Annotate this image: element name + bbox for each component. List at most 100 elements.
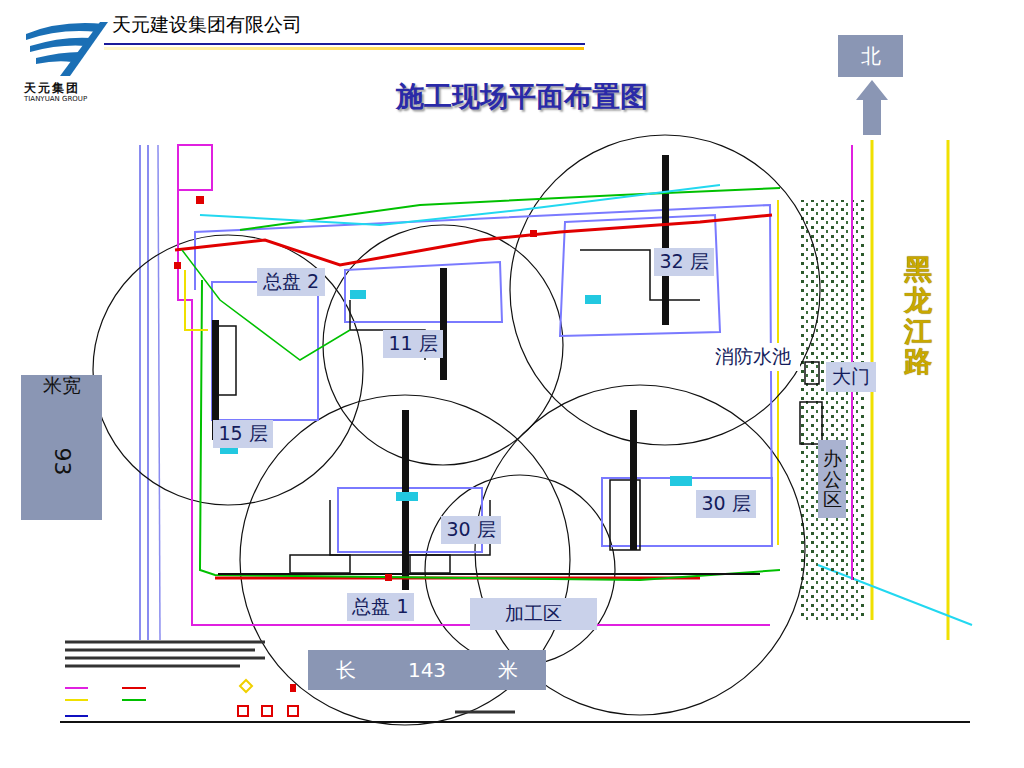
drawing-part	[262, 706, 272, 716]
drawing-part	[65, 699, 88, 701]
drawing-part	[147, 145, 149, 640]
footer-rule	[60, 721, 970, 723]
drawing-part	[65, 657, 265, 660]
road-name: 黑龙江路	[904, 255, 932, 378]
office-label-text: 办公区	[823, 448, 842, 511]
fire-pool-label: 消防水池	[706, 343, 800, 371]
floor-label-text: 32 层	[659, 249, 708, 275]
fire-pool-label-text: 消防水池	[715, 344, 791, 370]
header-rule	[104, 43, 585, 45]
drawing-part	[238, 706, 248, 716]
panel-label-text: 总盘 2	[263, 269, 319, 295]
panel-label: 总盘 1	[347, 593, 414, 621]
floor-label: 30 层	[696, 490, 756, 518]
drawing-part	[805, 362, 819, 384]
company-logo	[26, 22, 108, 76]
drawing-part	[385, 574, 392, 581]
width-dimension-text: 93	[50, 448, 75, 476]
drawing-part	[350, 290, 366, 299]
drawing-part	[196, 196, 204, 204]
drawing-part	[158, 145, 160, 640]
drawing-part	[630, 410, 637, 550]
drawing-part	[240, 395, 570, 725]
drawing-part	[60, 22, 108, 76]
tree-belt	[800, 200, 866, 620]
drawing-part	[174, 262, 181, 269]
drawing-part	[410, 555, 450, 573]
drawing-part	[139, 145, 141, 640]
width-dimension: 米宽 93	[21, 375, 102, 520]
drawing-part	[65, 665, 240, 668]
drawing-part	[662, 155, 669, 325]
equipment-marker	[220, 290, 692, 501]
drawing-part	[65, 649, 255, 652]
drawing-part	[800, 402, 822, 444]
drawing-part	[396, 492, 418, 501]
drawing-part	[440, 268, 447, 380]
header-rule	[104, 47, 584, 50]
drawing-part	[240, 188, 780, 230]
logo-subtext: TIANYUAN GROUP	[24, 95, 87, 103]
drawing-part	[200, 280, 780, 580]
drawing-part	[65, 715, 88, 717]
page-title: 施工现场平面布置图	[396, 78, 648, 116]
drawing-part	[290, 684, 296, 692]
floor-label-text: 11 层	[388, 331, 437, 357]
drawing-part	[290, 555, 350, 573]
building-edge	[216, 250, 822, 573]
floor-label: 32 层	[654, 248, 714, 276]
gate-label-text: 大门	[832, 364, 870, 390]
north-box: 北	[838, 35, 903, 77]
roads	[140, 140, 972, 640]
switch-box	[174, 196, 537, 581]
drawing-part	[777, 200, 779, 545]
logo-text: 天元集团	[24, 80, 80, 97]
drawing-part	[288, 706, 298, 716]
utility-lines	[175, 185, 780, 580]
length-dimension-text: 长 143 米	[336, 657, 519, 684]
drawing-part	[425, 475, 615, 665]
processing-area: 加工区	[470, 598, 597, 630]
panel-label-text: 总盘 1	[352, 594, 408, 620]
office-label: 办公区	[818, 440, 846, 518]
drawing-part	[195, 205, 772, 545]
north-arrow	[856, 80, 888, 135]
floor-label-text: 30 层	[701, 491, 750, 517]
gate-label: 大门	[826, 362, 876, 392]
width-dimension-text: 米宽	[21, 373, 102, 399]
drawing-part	[345, 262, 502, 322]
drawing-part	[65, 687, 88, 689]
drawing-part	[122, 699, 146, 701]
drawing-part	[65, 642, 265, 666]
drawing-part	[560, 215, 720, 336]
crane-radius	[93, 135, 820, 725]
drawing-part	[510, 135, 820, 445]
panel-label: 总盘 2	[257, 268, 325, 296]
floor-label: 15 层	[213, 420, 273, 448]
drawing-part	[947, 140, 950, 640]
floor-label: 30 层	[441, 516, 501, 544]
floor-label: 11 层	[383, 330, 443, 358]
drawing-part	[200, 185, 720, 225]
drawing-part	[122, 687, 146, 689]
drawing-part	[240, 680, 252, 692]
drawing-part	[602, 478, 772, 546]
drawing-part	[178, 145, 212, 190]
drawing-part	[530, 230, 537, 237]
drawing-part	[455, 711, 515, 714]
drawing-part	[218, 573, 760, 575]
drawing-part	[65, 641, 265, 644]
drawing-part	[185, 270, 208, 330]
drawing-part	[182, 250, 350, 360]
drawing-part	[93, 235, 363, 505]
drawing-part	[585, 295, 601, 304]
drawing-part	[178, 190, 770, 625]
building-outline	[195, 205, 772, 552]
company-name: 天元建设集团有限公司	[112, 12, 302, 38]
drawing-part	[212, 282, 318, 420]
processing-area-text: 加工区	[505, 601, 562, 627]
drawing-part	[670, 476, 692, 486]
length-dimension: 长 143 米	[308, 650, 546, 690]
north-box-text: 北	[861, 43, 881, 70]
floor-label-text: 15 层	[218, 421, 267, 447]
